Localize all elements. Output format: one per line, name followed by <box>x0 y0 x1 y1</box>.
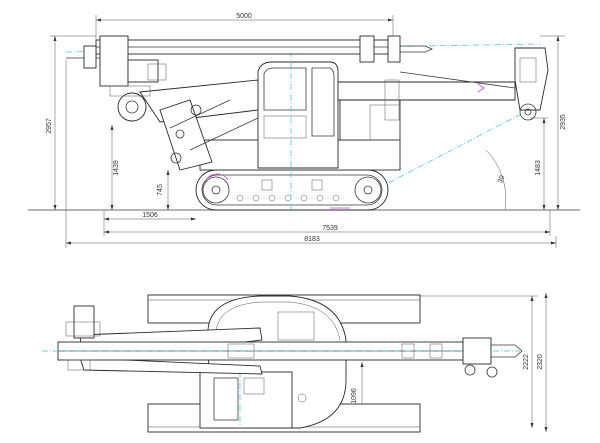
dim-total-height-left-label: 2957 <box>46 118 53 134</box>
dim-mast-length: 5000 <box>95 13 394 40</box>
rear-arm <box>337 71 516 121</box>
dim-total-length: 8183 <box>65 60 557 248</box>
drilling-mast <box>66 35 434 87</box>
rotary-head <box>109 85 151 122</box>
dim-right-height: 1483 <box>530 117 548 210</box>
dim-right-height-label: 1483 <box>535 160 542 176</box>
top-view-mast <box>42 341 520 361</box>
dim-pivot-offset-label: 1506 <box>142 212 158 219</box>
dim-body-length: 7539 <box>103 210 551 236</box>
side-view: 5000 2957 1439 745 <box>28 13 580 248</box>
top-view-cab <box>199 371 307 429</box>
track-highlight-left <box>204 173 229 183</box>
rear-arm-highlight <box>477 83 485 93</box>
top-view-head-left <box>65 305 101 371</box>
operator-cab <box>257 40 339 210</box>
top-view: 2222 2320 1096 <box>42 293 548 433</box>
dim-width-inner: 2222 <box>420 295 538 428</box>
dim-total-height-right: 2935 <box>540 35 567 210</box>
dim-body-length-label: 7539 <box>322 225 338 232</box>
dim-total-length-label: 8183 <box>304 236 320 243</box>
dim-track-height-label: 745 <box>157 184 164 196</box>
dim-track-height: 745 <box>157 170 170 210</box>
dim-track-offset-label: 1096 <box>351 388 358 404</box>
dim-total-height-left: 2957 <box>46 35 96 210</box>
dim-width-inner-label: 2222 <box>523 354 530 370</box>
dim-width-outer: 2320 <box>537 293 548 432</box>
boom-linkage <box>139 79 259 171</box>
top-view-head-right <box>462 337 523 378</box>
dim-left-lower-height-label: 1439 <box>113 160 120 176</box>
dim-mast-length-label: 5000 <box>236 13 252 20</box>
upper-carriage <box>199 94 401 171</box>
dim-total-height-right-label: 2935 <box>560 114 567 130</box>
crawler-track <box>195 169 389 211</box>
rear-support <box>514 47 549 121</box>
dim-left-lower-height: 1439 <box>110 125 120 210</box>
dim-angle-label: 30 <box>497 175 506 185</box>
dim-pivot-offset: 1506 <box>103 210 196 224</box>
dim-width-outer-label: 2320 <box>537 354 544 370</box>
